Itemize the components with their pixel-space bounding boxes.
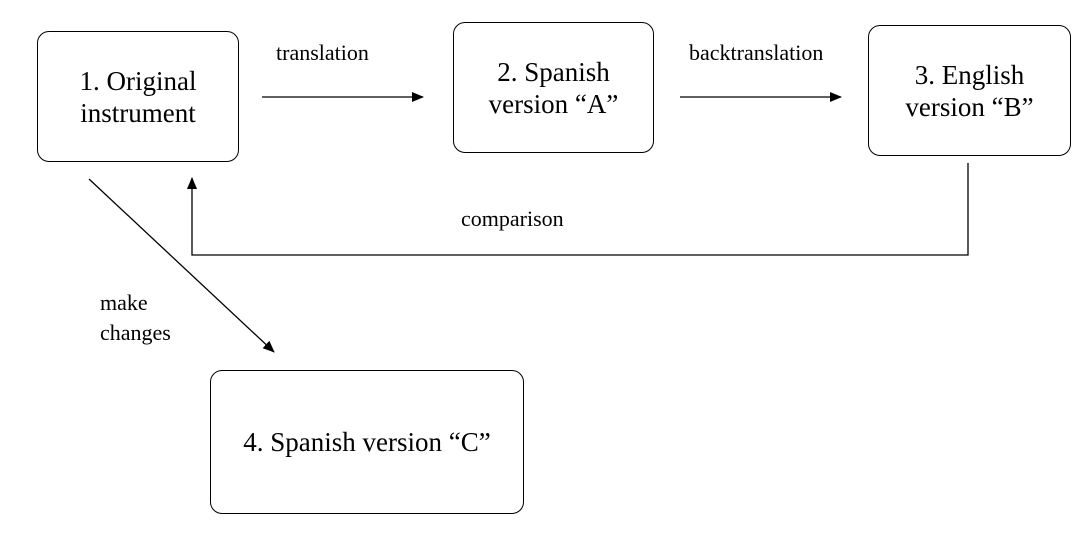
make-changes-label: make changes (100, 288, 171, 348)
comparison-label: comparison (461, 206, 564, 231)
spanish-version-a-line1: 2. Spanish (497, 56, 610, 87)
make-changes-line2: changes (100, 320, 171, 345)
spanish-version-a-box: 2. Spanish version “A” (453, 22, 654, 153)
make-changes-arrow (88, 178, 275, 353)
original-instrument-box: 1. Original instrument (37, 31, 239, 162)
english-version-b-box: 3. English version “B” (868, 25, 1071, 156)
original-instrument-line2: instrument (80, 97, 196, 128)
original-instrument-text: 1. Original instrument (80, 65, 197, 129)
spanish-version-a-text: 2. Spanish version “A” (489, 56, 619, 120)
comparison-arrow (187, 163, 969, 256)
spanish-version-c-line1: 4. Spanish version “C” (243, 427, 491, 457)
original-instrument-line1: 1. Original (79, 65, 197, 96)
spanish-version-c-text: 4. Spanish version “C” (243, 426, 490, 458)
english-version-b-line2: version “B” (905, 91, 1034, 122)
spanish-version-c-box: 4. Spanish version “C” (210, 370, 524, 514)
english-version-b-text: 3. English version “B” (905, 59, 1033, 123)
english-version-b-line1: 3. English (914, 59, 1025, 90)
make-changes-line1: make (100, 290, 148, 315)
spanish-version-a-line2: version “A” (488, 88, 619, 119)
backtranslation-label: backtranslation (689, 40, 824, 65)
translation-label: translation (276, 40, 369, 65)
